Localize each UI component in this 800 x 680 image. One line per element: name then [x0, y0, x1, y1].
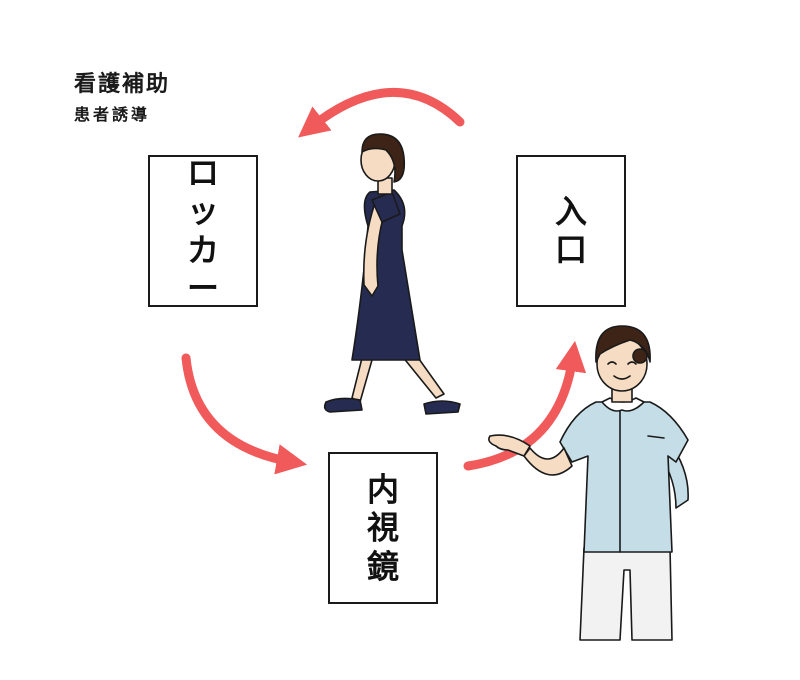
page-subtitle: 患者誘導 — [74, 105, 151, 124]
endoscopy-label: 内 視 鏡 — [330, 470, 436, 585]
endoscopy-char: 内 — [366, 470, 399, 509]
entrance-char: 入 — [554, 192, 587, 231]
locker-char: ロ — [186, 154, 219, 193]
locker-label: ロ ッ カ ー — [150, 154, 256, 308]
arrow-entrance-to-locker — [298, 88, 465, 138]
endoscopy-char: 視 — [366, 508, 399, 547]
entrance-char: 口 — [554, 231, 587, 269]
entrance-label: 入 口 — [518, 193, 624, 270]
locker-char: ー — [186, 269, 219, 308]
locker-box: ロ ッ カ ー — [148, 154, 258, 308]
locker-char: カ — [186, 231, 219, 269]
endoscopy-box: 内 視 鏡 — [328, 452, 438, 604]
arrow-endoscopy-to-entrance — [463, 340, 587, 471]
entrance-box: 入 口 — [516, 155, 626, 307]
endoscopy-char: 鏡 — [366, 547, 399, 586]
page-title: 看護補助 — [74, 72, 171, 97]
locker-char: ッ — [186, 192, 219, 231]
arrow-locker-to-endoscopy — [181, 353, 308, 475]
